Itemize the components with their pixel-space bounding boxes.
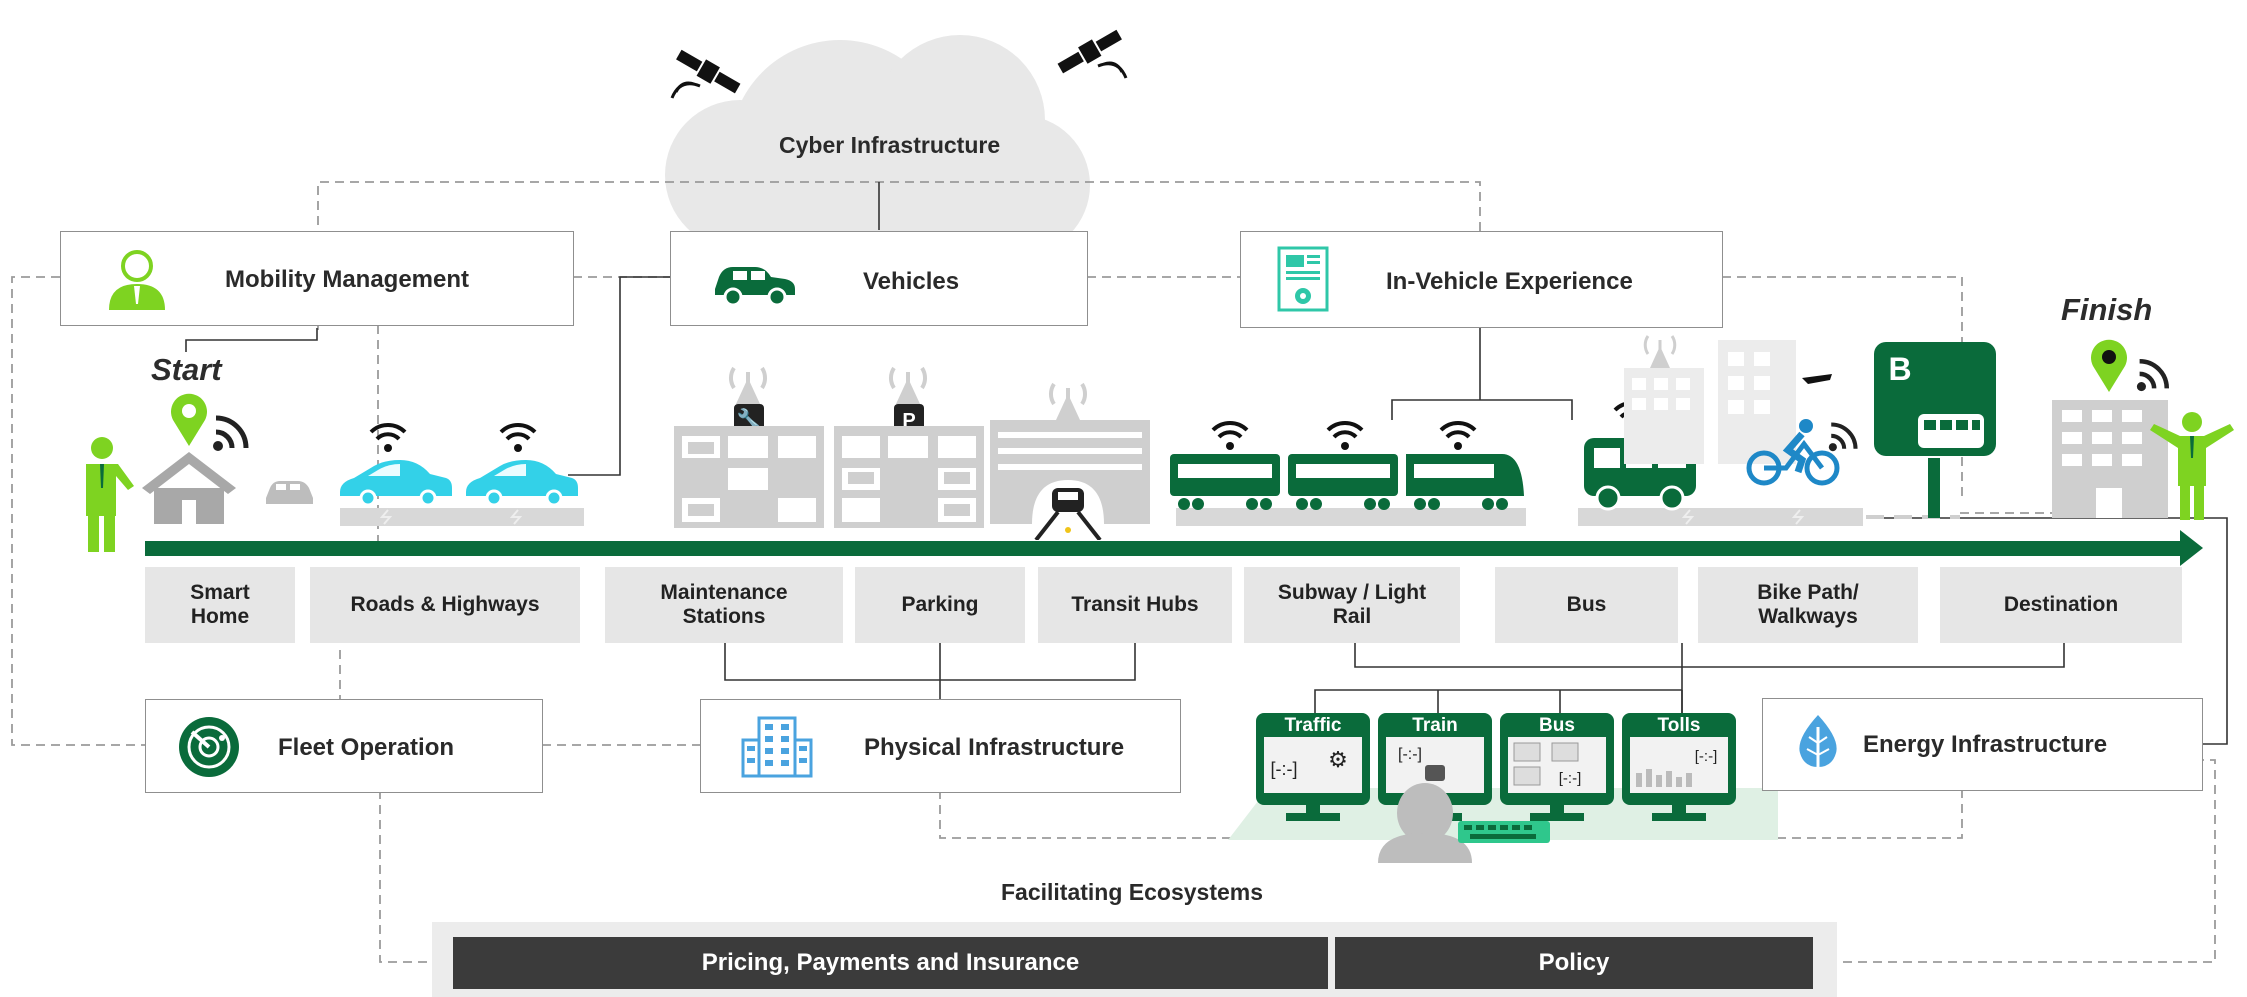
monitor-train: Train [-:-] xyxy=(1378,713,1492,821)
satellite-icon xyxy=(1057,29,1128,79)
arrival-person-icon xyxy=(2150,412,2234,520)
traveler-icon xyxy=(86,437,134,552)
svg-text:[-:-]: [-:-] xyxy=(1695,748,1718,765)
vehicles-label: Vehicles xyxy=(863,268,960,295)
energy-infrastructure-label: Energy Infrastructure xyxy=(1863,731,2108,758)
wifi-icon xyxy=(499,422,537,452)
svg-text:Traffic: Traffic xyxy=(1284,715,1341,736)
physical-infrastructure-label: Physical Infrastructure xyxy=(864,734,1125,761)
physical-infrastructure-box: Physical Infrastructure xyxy=(700,699,1181,793)
svg-text:⚙: ⚙ xyxy=(1328,747,1348,772)
svg-text:Bus: Bus xyxy=(1539,715,1575,736)
fleet-operation-box: Fleet Operation xyxy=(145,699,543,793)
electric-car-icon xyxy=(340,460,452,506)
monitor-traffic: Traffic [-:-] ⚙ xyxy=(1256,713,1370,821)
light-rail-train-icon xyxy=(1170,454,1524,510)
drone-icon xyxy=(1802,374,1832,384)
bus-stop-sign-letter: B xyxy=(1888,351,1911,387)
signal-icon xyxy=(2136,358,2170,392)
fleet-operation-label: Fleet Operation xyxy=(278,734,455,761)
stop-roads-highways: Roads & Highways xyxy=(310,567,580,643)
mobility-management-label: Mobility Management xyxy=(225,266,470,293)
car-icon xyxy=(715,267,795,305)
signal-icon xyxy=(213,415,249,451)
ecosystem-title: Facilitating Ecosystems xyxy=(1001,879,1264,905)
start-label: Start xyxy=(151,352,222,387)
leaf-icon xyxy=(1799,715,1837,775)
cloud-label: Cyber Infrastructure xyxy=(779,132,1001,158)
electric-car-icon xyxy=(466,460,578,506)
radar-icon xyxy=(179,717,239,777)
mobility-management-box: Mobility Management xyxy=(60,231,574,326)
maintenance-building-icon: 🔧 xyxy=(674,366,824,528)
destination-building-icon xyxy=(2052,400,2168,518)
house-icon xyxy=(142,452,236,524)
pricing-payments-insurance-bar: Pricing, Payments and Insurance xyxy=(453,937,1328,989)
stop-parking: Parking xyxy=(855,567,1025,643)
small-car-icon xyxy=(266,481,313,504)
person-icon xyxy=(109,250,165,310)
stop-transit-hubs: Transit Hubs xyxy=(1038,567,1232,643)
svg-text:[-:-]: [-:-] xyxy=(1559,770,1582,787)
stop-bus: Bus xyxy=(1495,567,1678,643)
signal-icon xyxy=(1828,422,1858,452)
wifi-icon xyxy=(369,422,407,452)
timeline-arrow xyxy=(145,541,2185,556)
satellite-icon xyxy=(670,49,741,99)
stop-destination: Destination xyxy=(1940,567,2182,643)
parking-building-icon: P xyxy=(834,366,984,528)
wifi-icon xyxy=(1211,420,1249,450)
svg-text:[-:-]: [-:-] xyxy=(1271,759,1298,779)
location-pin-icon xyxy=(2091,339,2127,392)
monitor-tolls: Tolls [-:-] xyxy=(1622,713,1736,821)
in-vehicle-experience-box: In-Vehicle Experience xyxy=(1240,231,1723,328)
svg-text:Tolls: Tolls xyxy=(1658,715,1701,736)
transit-hub-icon xyxy=(990,382,1150,540)
office-building-icon xyxy=(741,716,813,778)
location-pin-icon xyxy=(171,393,207,446)
policy-bar: Policy xyxy=(1335,937,1813,989)
svg-text:Train: Train xyxy=(1412,715,1457,736)
document-icon xyxy=(1277,246,1329,312)
control-room-monitors: Traffic [-:-] ⚙ Train [-:-] Bus [-:-] To… xyxy=(1256,713,1736,863)
cloud-shape xyxy=(665,35,1090,260)
city-buildings-icon xyxy=(1624,335,1796,464)
wifi-icon xyxy=(1326,420,1364,450)
stop-bike-path-walkways: Bike Path/Walkways xyxy=(1698,567,1918,643)
wifi-icon xyxy=(1439,420,1477,450)
cyclist-icon xyxy=(1746,419,1840,486)
monitor-bus: Bus [-:-] xyxy=(1500,713,1614,821)
energy-infrastructure-box: Energy Infrastructure xyxy=(1762,698,2203,791)
svg-text:[-:-]: [-:-] xyxy=(1398,746,1422,763)
in-vehicle-experience-label: In-Vehicle Experience xyxy=(1386,268,1633,295)
finish-label: Finish xyxy=(2061,292,2153,327)
vehicles-box: Vehicles xyxy=(670,231,1088,326)
bus-stop-sign-icon: B xyxy=(1874,342,1996,518)
